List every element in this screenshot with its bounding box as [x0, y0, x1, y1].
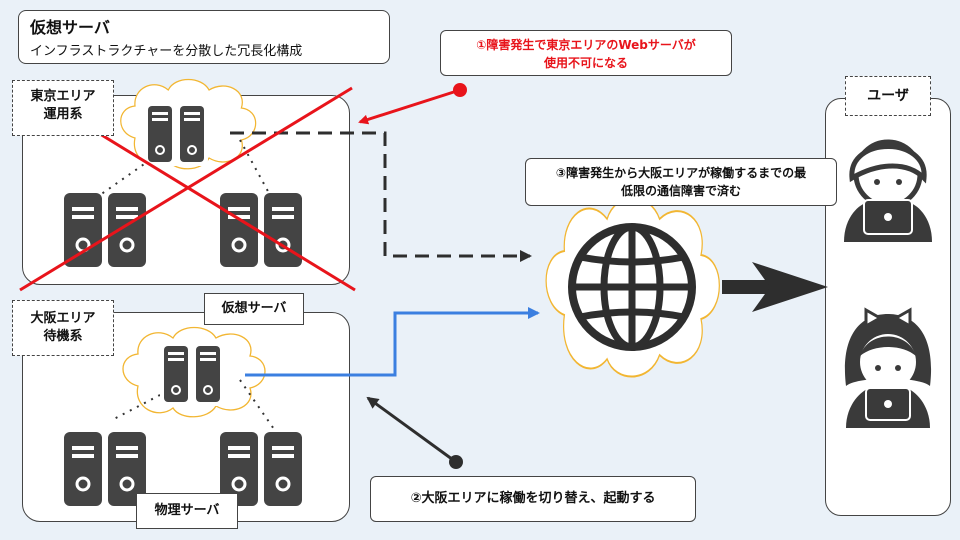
tokyo-virtual-server-icon	[144, 102, 208, 166]
callout3-line1: ③障害発生から大阪エリアが稼働するまでの最	[555, 166, 807, 180]
user-label-box	[845, 76, 931, 116]
user-icon	[844, 139, 932, 242]
virtual-server-label: 仮想サーバ	[221, 301, 287, 316]
osaka-physical-server-left-icon	[62, 430, 148, 508]
to-user-arrow-icon	[722, 262, 828, 312]
callout1-line2: 使用不可になる	[543, 56, 628, 70]
callout1-arrow	[358, 88, 461, 125]
title-box	[18, 10, 390, 64]
page-title: 仮想サーバ	[30, 18, 110, 37]
osaka-label-line2: 待機系	[43, 329, 83, 344]
page-subtitle: インフラストラクチャーを分散した冗長化構成	[30, 44, 303, 59]
osaka-virtual-server-icon	[160, 342, 224, 406]
callout3-box	[525, 158, 837, 206]
osaka-label-line1: 大阪エリア	[30, 311, 96, 326]
osaka-link-right	[239, 379, 277, 433]
virtual-server-label-box	[204, 293, 304, 325]
failure-cross-2	[19, 86, 353, 292]
callout3-line2: 低限の通信障害で済む	[620, 184, 741, 198]
osaka-route	[245, 307, 540, 377]
callout2-arrow	[366, 396, 457, 464]
user-label: ユーザ	[867, 88, 909, 104]
tokyo-label-line1: 東京エリア	[30, 89, 96, 104]
tokyo-link-left	[99, 159, 151, 196]
globe-icon	[568, 223, 696, 351]
osaka-link-left	[111, 394, 161, 421]
callout1-line1: ①障害発生で東京エリアのWebサーバが	[476, 38, 696, 52]
physical-server-label-box	[136, 493, 238, 529]
callout2-text: ②大阪エリアに稼働を切り替え、起動する	[410, 491, 656, 506]
callout1-dot	[453, 83, 467, 97]
callout2-box	[370, 476, 696, 522]
user-icon	[844, 307, 932, 428]
physical-server-label: 物理サーバ	[154, 503, 220, 518]
callout2-dot	[449, 455, 463, 469]
tokyo-label-box	[12, 80, 114, 136]
osaka-label-box	[12, 300, 114, 356]
tokyo-label-line2: 運用系	[43, 107, 83, 122]
callout1-box	[440, 30, 732, 76]
tokyo-physical-server-right-icon	[218, 191, 304, 269]
tokyo-route-dashed	[230, 131, 532, 262]
